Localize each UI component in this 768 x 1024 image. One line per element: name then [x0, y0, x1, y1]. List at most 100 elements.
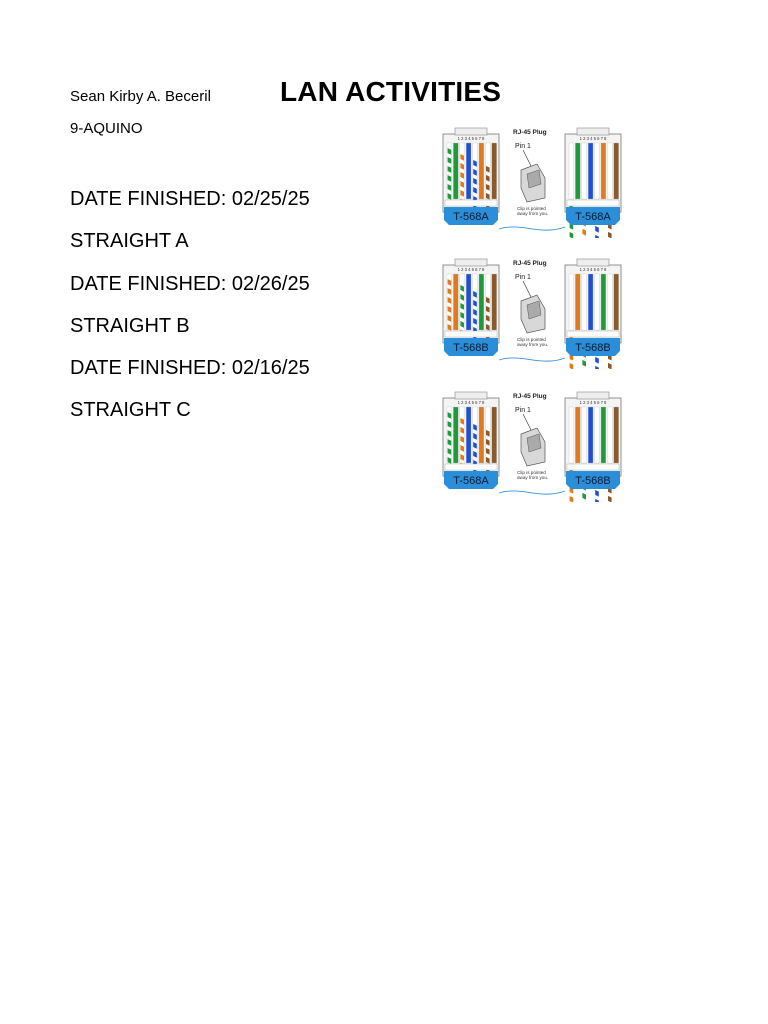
right-connector: 1 2 3 4 5 6 7 8T-568B — [564, 391, 622, 502]
left-wire-stripe — [460, 285, 464, 292]
right-wire-2 — [575, 142, 581, 200]
left-wire-stripe — [447, 315, 452, 322]
pin-1-pointer — [522, 413, 532, 431]
pin-1-label: Pin 1 — [515, 407, 531, 414]
left-wire-stripe — [460, 154, 464, 161]
right-wire-stripe — [582, 492, 586, 500]
left-wire-stripe — [447, 288, 452, 295]
right-wire-stripe — [608, 362, 612, 369]
right-wire-stripe — [595, 225, 599, 233]
left-wire-stripe — [473, 451, 477, 458]
left-wire-stripe — [447, 430, 452, 437]
left-plug-tab — [454, 391, 488, 400]
clip-note-line-1: Clip is pointed — [517, 337, 546, 342]
right-pin-numbers: 1 2 3 4 5 6 7 8 — [580, 400, 607, 405]
left-connector: 1 2 3 4 5 6 7 8 T-568A — [442, 391, 500, 489]
left-wire-2 — [453, 273, 459, 331]
left-wire-stripe — [447, 439, 452, 446]
right-wire-2 — [575, 406, 581, 464]
left-wire-3 — [459, 273, 465, 331]
left-wire-3 — [459, 142, 465, 200]
left-wire-stripe — [486, 456, 490, 464]
plug-sketch-window — [526, 300, 542, 320]
left-standard-label: T-568B — [453, 342, 488, 354]
right-wire-stripe — [569, 495, 574, 502]
right-wire-5 — [594, 273, 600, 331]
right-wire-stripe — [595, 365, 599, 369]
left-wire-stripe — [460, 427, 464, 434]
right-wire-3 — [581, 406, 587, 464]
left-wire-2 — [453, 406, 459, 464]
right-wire-stripe — [608, 495, 612, 502]
page-title: LAN ACTIVITIES — [280, 76, 502, 107]
left-wire-stripe — [460, 163, 464, 170]
activity-straight-a: STRAIGHT A — [70, 230, 189, 253]
left-wire-stripe — [447, 324, 452, 331]
left-color-key — [444, 199, 498, 207]
right-wire-stripe — [595, 489, 599, 497]
right-wire-7 — [607, 273, 613, 331]
clip-note-line-1: Clip is pointed — [517, 470, 546, 475]
right-color-key — [566, 330, 620, 338]
right-plug-tab — [576, 258, 610, 267]
left-wire-stripe — [486, 314, 490, 322]
pin-1-pointer — [522, 280, 532, 298]
left-wire-stripe — [460, 172, 464, 179]
right-wire-3 — [581, 142, 587, 200]
left-pin-numbers: 1 2 3 4 5 6 7 8 — [458, 400, 485, 405]
plug-title: RJ-45 Plug — [513, 129, 547, 136]
right-standard-label: T-568B — [575, 342, 610, 354]
left-wire-stripe — [486, 183, 490, 191]
right-wire-5 — [594, 142, 600, 200]
right-wire-8 — [613, 142, 619, 200]
left-wire-stripe — [460, 436, 464, 443]
plug-title: RJ-45 Plug — [513, 260, 547, 267]
left-label-box — [444, 471, 498, 489]
right-wire-6 — [600, 142, 606, 200]
left-wire-stripe — [460, 312, 464, 319]
left-standard-label: T-568A — [453, 475, 489, 487]
left-wire-stripe — [473, 187, 477, 194]
left-wire-stripe — [473, 178, 477, 185]
clip-note-line-2: away from you. — [517, 342, 548, 347]
right-plug-tab — [576, 391, 610, 400]
left-wire-stripe — [447, 306, 452, 313]
right-pin-numbers: 1 2 3 4 5 6 7 8 — [580, 136, 607, 141]
pin-1-label: Pin 1 — [515, 274, 531, 281]
left-wire-8 — [491, 142, 497, 200]
left-wire-8 — [491, 273, 497, 331]
right-pin-numbers: 1 2 3 4 5 6 7 8 — [580, 267, 607, 272]
left-wire-8 — [491, 406, 497, 464]
left-wire-stripe — [486, 174, 490, 182]
left-wire-stripe — [447, 157, 452, 164]
left-wire-stripe — [447, 148, 452, 155]
left-wire-stripe — [486, 429, 490, 437]
wiring-diagram-3: 1 2 3 4 5 6 7 8 T-568A 1 2 3 4 5 6 7 8T-56… — [442, 391, 622, 502]
left-wire-stripe — [447, 297, 452, 304]
right-wire-stripe — [595, 356, 599, 364]
right-connector: 1 2 3 4 5 6 7 8 T-568A — [564, 127, 622, 238]
right-wire-2 — [575, 273, 581, 331]
left-wire-2 — [453, 142, 459, 200]
left-wire-stripe — [447, 279, 452, 286]
left-wire-stripe — [486, 165, 490, 173]
right-wire-1 — [568, 142, 574, 200]
pin-1-label: Pin 1 — [515, 143, 531, 150]
right-wire-6 — [600, 406, 606, 464]
right-wire-8 — [613, 406, 619, 464]
right-wire-4 — [588, 406, 594, 464]
left-plug-tab — [454, 258, 488, 267]
left-pin-numbers: 1 2 3 4 5 6 7 8 — [458, 267, 485, 272]
class-section: 9-AQUINO — [70, 120, 143, 137]
left-wire-stripe — [473, 160, 477, 167]
left-wire-stripe — [447, 184, 452, 191]
right-wire-stripe — [569, 362, 574, 369]
right-wire-1 — [568, 406, 574, 464]
right-label-box — [566, 207, 620, 225]
right-standard-label: T-568A — [575, 211, 611, 223]
left-color-key — [444, 463, 498, 471]
right-wire-6 — [600, 273, 606, 331]
